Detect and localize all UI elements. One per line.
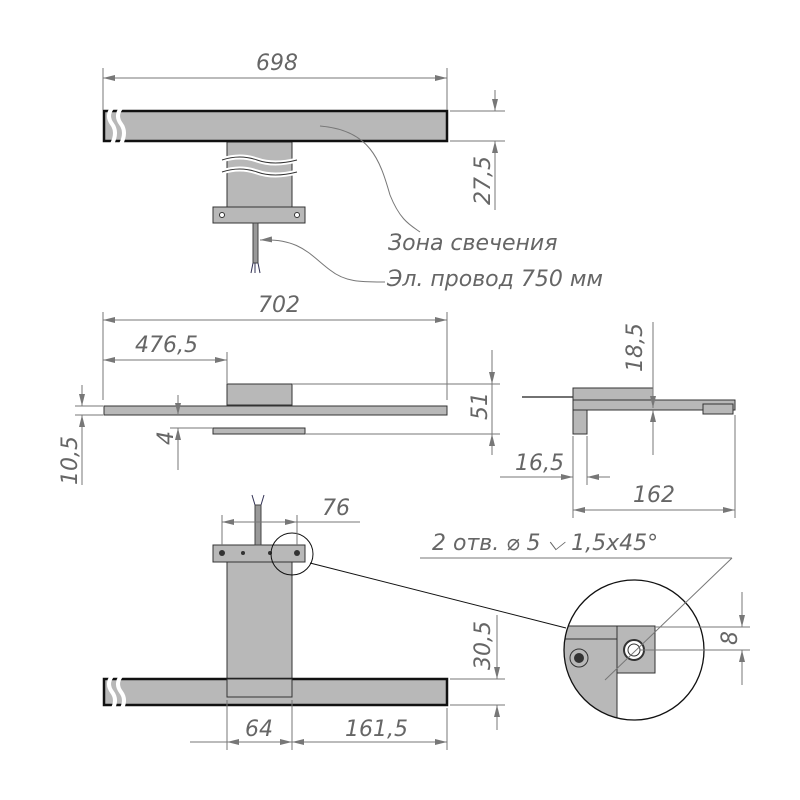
dim-76: 76 — [322, 496, 350, 521]
dim-30-5: 30,5 — [471, 621, 496, 670]
light-bar — [102, 109, 449, 143]
side-view: 18,5 16,5 162 — [500, 322, 736, 518]
leader-line — [319, 125, 421, 233]
mounting-bracket — [212, 544, 306, 563]
front-view: 702 476,5 51 10,5 4 — [58, 293, 500, 485]
glow-zone-label: Зона свечения — [388, 231, 557, 256]
light-bar — [103, 405, 448, 416]
dim-476-5: 476,5 — [135, 333, 198, 358]
dim-702: 702 — [258, 293, 300, 318]
dim-18-5: 18,5 — [623, 323, 648, 372]
leader-line — [259, 236, 386, 283]
top-view: 698 27,5 Зона свечения Эл. провод 750 мм — [102, 51, 603, 292]
bracket — [212, 427, 306, 435]
detail-leader — [309, 562, 567, 629]
break-mark — [107, 106, 126, 145]
break-mark — [107, 674, 126, 712]
dim-8: 8 — [718, 631, 743, 645]
dim-4: 4 — [154, 431, 179, 445]
stem — [226, 559, 293, 698]
dim-698: 698 — [256, 51, 298, 76]
dim-64: 64 — [245, 717, 273, 742]
detail-marker — [270, 532, 314, 576]
stem — [226, 383, 293, 406]
dim-161-5: 161,5 — [345, 717, 408, 742]
dim-162: 162 — [633, 483, 675, 508]
cable — [252, 222, 259, 264]
holes-note: 2 отв. ⌀ 5 ⌵ 1,5x45° — [432, 531, 658, 556]
dim-10-5: 10,5 — [58, 436, 83, 485]
bottom-view: 76 30,5 64 161,5 — [102, 494, 567, 750]
dim-16-5: 16,5 — [515, 451, 564, 476]
dim-51: 51 — [468, 392, 493, 420]
dim-27-5: 27,5 — [471, 156, 496, 205]
cable — [254, 504, 262, 546]
mounting-bracket — [212, 206, 306, 224]
hole-detail: 2 отв. ⌀ 5 ⌵ 1,5x45° 8 — [420, 531, 750, 721]
cable-label: Эл. провод 750 мм — [386, 267, 603, 292]
side-bracket — [572, 409, 588, 435]
